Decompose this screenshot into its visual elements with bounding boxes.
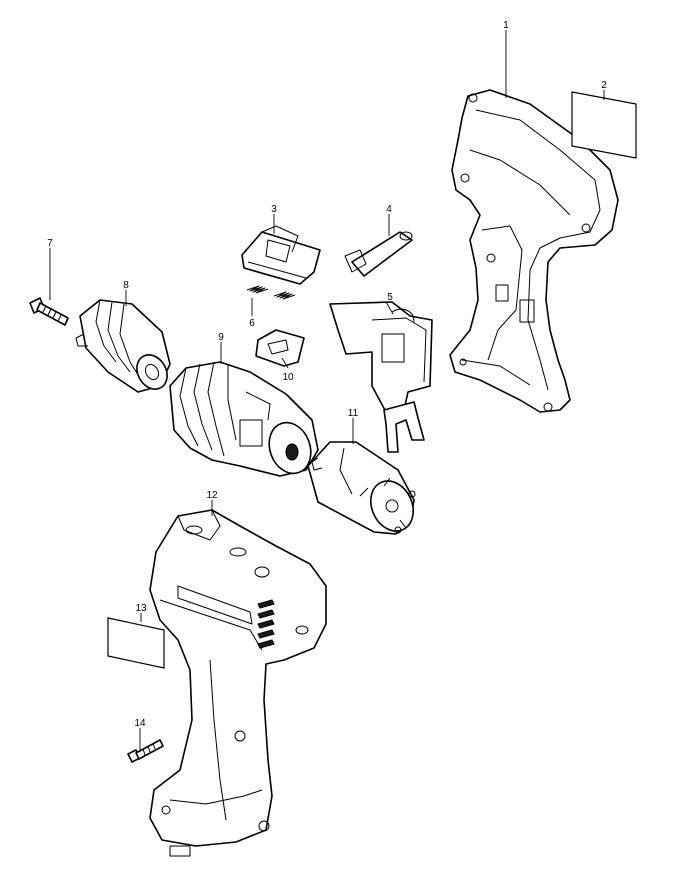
part-9-gear-assembly	[169, 361, 319, 477]
callout-4: 4	[386, 204, 392, 215]
leader-lines	[49, 30, 605, 752]
part-3-switch-cover	[241, 225, 321, 285]
part-14-screw	[127, 739, 164, 763]
callout-2: 2	[601, 80, 607, 91]
callout-5: 5	[387, 292, 393, 303]
callout-11: 11	[348, 408, 359, 419]
callout-3: 3	[271, 204, 277, 215]
part-8-chuck	[75, 299, 171, 393]
part-12-housing-left	[149, 509, 327, 857]
callout-13: 13	[135, 603, 147, 614]
callout-9: 9	[218, 332, 224, 343]
callout-1: 1	[503, 20, 509, 31]
part-1-housing-right	[449, 89, 619, 413]
callout-12: 12	[206, 490, 218, 501]
part-6-springs	[246, 285, 296, 300]
part-2-label	[571, 91, 637, 159]
part-11-motor	[307, 441, 416, 535]
part-4-lever	[344, 231, 413, 277]
callout-10: 10	[282, 372, 294, 383]
part-13-label	[107, 617, 165, 669]
part-10-plate	[255, 329, 305, 367]
callout-6: 6	[249, 318, 255, 329]
callout-14: 14	[134, 718, 146, 729]
part-7-screw	[29, 297, 69, 326]
callout-numbers: 1 2 3 4 5 6 7 8 9 10 11 12 13 14	[47, 20, 607, 729]
callout-7: 7	[47, 238, 53, 249]
part-5-switch	[329, 301, 433, 453]
callout-8: 8	[123, 280, 129, 291]
